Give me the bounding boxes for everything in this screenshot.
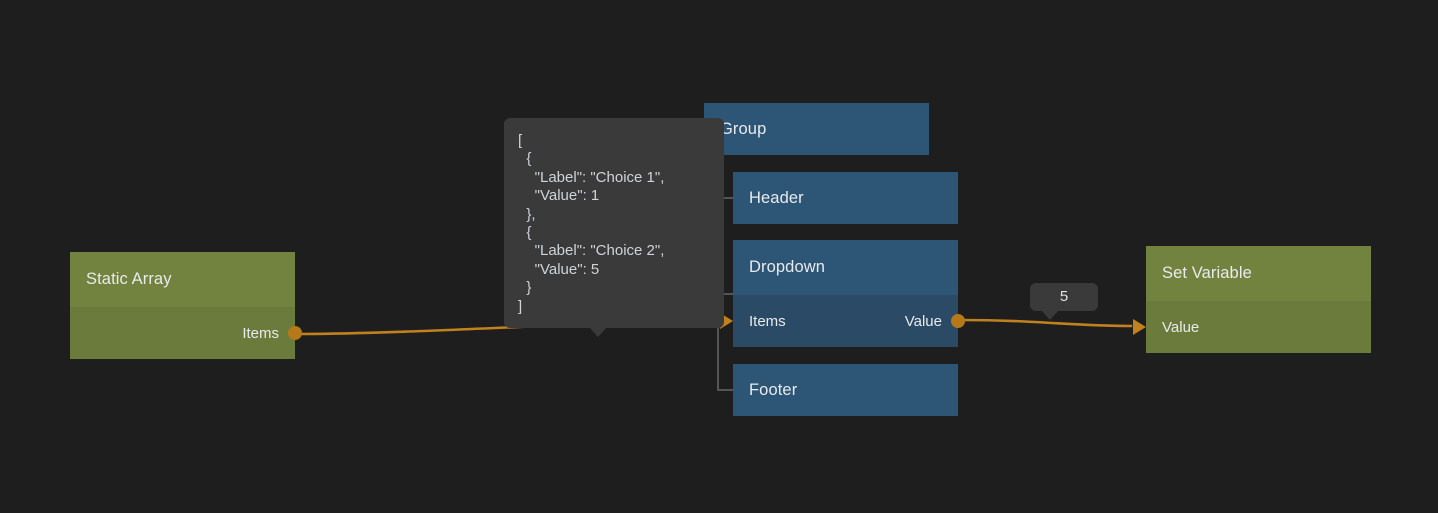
node-dropdown[interactable]: Dropdown Items Value xyxy=(720,240,965,347)
node-dropdown-title: Dropdown xyxy=(733,240,958,295)
node-footer[interactable]: Footer xyxy=(733,364,958,416)
node-group[interactable]: Group xyxy=(704,103,929,155)
output-port-dot-value[interactable] xyxy=(951,314,965,328)
node-set-variable-body[interactable]: Value xyxy=(1133,301,1371,353)
node-static-array-body[interactable]: Items xyxy=(70,307,302,359)
tooltip-items-preview: [ { "Label": "Choice 1", "Value": 1 }, {… xyxy=(504,118,724,338)
tooltip-value-preview: 5 xyxy=(1030,283,1098,320)
node-group-title: Group xyxy=(704,103,929,155)
input-port-arrow-value[interactable] xyxy=(1133,319,1146,335)
output-port-dot-items[interactable] xyxy=(288,326,302,340)
node-static-array[interactable]: Static Array Items xyxy=(70,252,302,359)
output-port-label-value: Value xyxy=(904,312,942,330)
input-port-label-items: Items xyxy=(749,312,786,330)
node-dropdown-body[interactable]: Items Value xyxy=(720,295,965,347)
port-row-dropdown[interactable]: Items Value xyxy=(733,295,958,347)
output-port-label-items: Items xyxy=(242,324,279,342)
input-port-label-value: Value xyxy=(1162,318,1200,336)
edge-value-to-setvariable xyxy=(956,318,1133,328)
node-header[interactable]: Header xyxy=(733,172,958,224)
node-static-array-title: Static Array xyxy=(70,252,295,307)
node-set-variable-title: Set Variable xyxy=(1146,246,1371,301)
node-set-variable[interactable]: Set Variable Value xyxy=(1133,246,1371,353)
port-row-items[interactable]: Items xyxy=(70,307,295,359)
port-row-set-variable[interactable]: Value xyxy=(1146,301,1371,353)
node-footer-title: Footer xyxy=(733,364,958,416)
node-header-title: Header xyxy=(733,172,958,224)
